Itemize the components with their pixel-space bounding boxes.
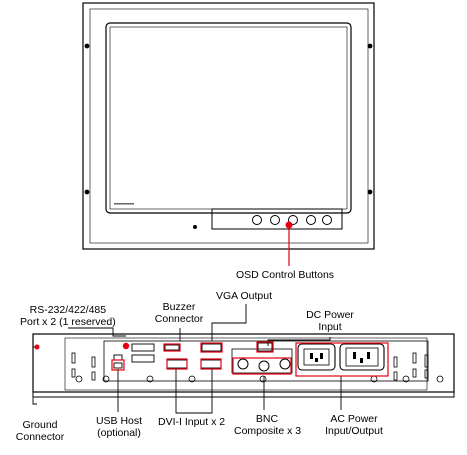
rear-screws xyxy=(75,375,444,383)
serial-label: RS-232/422/485 Port x 2 (1 reserved) xyxy=(20,304,116,328)
callout-ground xyxy=(34,344,40,350)
dvi-label: DVI-I Input x 2 xyxy=(158,416,226,428)
osd-button-4 xyxy=(306,215,316,225)
bnc-bracket xyxy=(231,348,293,374)
ac-power-label-line2: Input/Output xyxy=(325,425,383,437)
front-bezel-outer xyxy=(82,2,375,250)
callout-usb xyxy=(111,359,125,371)
right-vents xyxy=(393,352,429,381)
lcd-screen xyxy=(109,26,348,210)
ground-label-line1: Ground xyxy=(22,419,58,431)
rear-callouts xyxy=(34,341,389,377)
osd-label: OSD Control Buttons xyxy=(236,269,335,281)
ac-inlet xyxy=(297,343,336,371)
ac-outlet-inner xyxy=(345,347,379,367)
ac-outlet xyxy=(339,343,385,371)
dc-power-label-line1: DC Power xyxy=(306,309,354,321)
bnc-1 xyxy=(237,358,249,370)
leader-lines xyxy=(32,304,342,414)
rear-view xyxy=(32,333,455,398)
vga-port xyxy=(201,343,222,352)
front-view xyxy=(82,2,375,250)
callout-dvi-1 xyxy=(166,358,188,370)
mount-hole-left-bottom xyxy=(84,189,90,195)
osd-button-1 xyxy=(252,215,262,225)
bnc-label-line2: Composite x 3 xyxy=(234,425,302,437)
dvi-port-1 xyxy=(166,359,188,369)
serial-label-line2: Port x 2 (1 reserved) xyxy=(20,316,116,328)
ac-pins xyxy=(310,352,370,363)
rear-chassis-outer xyxy=(32,333,455,393)
usb-label: USB Host (optional) xyxy=(88,415,150,439)
serial-port-2 xyxy=(131,354,155,363)
ground-label-line2: Connector xyxy=(15,431,65,443)
ground-label: Ground Connector xyxy=(8,419,72,443)
buzzer-label-line2: Connector xyxy=(154,313,204,325)
buzzer-connector xyxy=(164,344,180,351)
bnc-label-line1: BNC xyxy=(255,413,279,425)
vga-leader xyxy=(211,304,247,341)
mount-hole-right-top xyxy=(367,43,373,49)
ac-power-label: AC Power Input/Output xyxy=(318,413,390,437)
mount-hole-right-bottom xyxy=(367,189,373,195)
osd-callout xyxy=(285,221,293,266)
buzzer-label-line1: Buzzer xyxy=(162,301,196,313)
dvi-leader xyxy=(175,368,213,414)
callout-bnc xyxy=(232,357,292,375)
usb-port-2 xyxy=(113,362,123,369)
callout-ac xyxy=(295,342,389,377)
mount-hole-left-top xyxy=(84,43,90,49)
brand-mark xyxy=(114,203,134,205)
usb-label-line2: (optional) xyxy=(97,427,141,439)
dc-power-label-line2: Input xyxy=(318,321,342,333)
bnc-3 xyxy=(279,358,291,370)
vga-label: VGA Output xyxy=(216,290,273,302)
left-vents xyxy=(71,352,96,381)
dc-power-jack xyxy=(257,342,273,352)
bnc-label: BNC Composite x 3 xyxy=(234,413,302,437)
bnc-2 xyxy=(258,360,270,372)
usb-port-1 xyxy=(113,354,123,361)
ac-power-label-line1: AC Power xyxy=(330,413,378,425)
callout-dc xyxy=(256,341,274,353)
dvi-port-2 xyxy=(200,359,222,369)
osd-button-2 xyxy=(270,215,280,225)
front-bezel-inner xyxy=(89,8,369,244)
callout-vga xyxy=(200,342,223,353)
lcd-screen-frame xyxy=(105,22,352,214)
serial-label-line1: RS-232/422/485 xyxy=(29,304,107,316)
usb-label-line1: USB Host xyxy=(95,415,143,427)
dc-power-label: DC Power Input xyxy=(300,309,360,333)
osd-button-3 xyxy=(288,215,298,225)
osd-panel xyxy=(211,208,343,230)
serial-leader xyxy=(68,327,126,337)
dc-leader xyxy=(267,337,331,346)
callout-serial xyxy=(122,342,130,350)
power-led xyxy=(193,225,197,229)
callout-dvi-2 xyxy=(200,358,222,370)
osd-button-5 xyxy=(322,215,332,225)
rear-chassis-inner xyxy=(64,337,428,391)
serial-port-1 xyxy=(131,343,155,352)
buzzer-label: Buzzer Connector xyxy=(152,301,206,325)
rear-bottom-lip xyxy=(32,392,455,398)
callout-buzzer xyxy=(163,343,181,352)
ac-inlet-inner xyxy=(303,348,330,366)
